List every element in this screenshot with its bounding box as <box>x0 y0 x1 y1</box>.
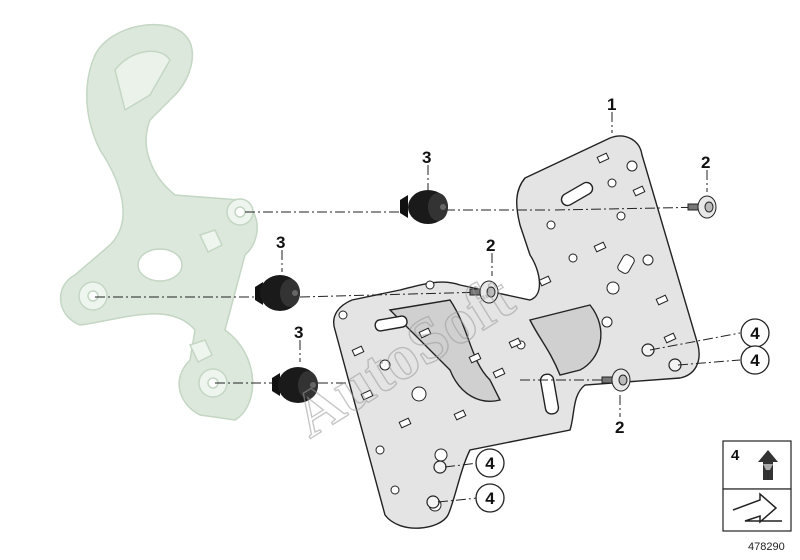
callout-4-right-upper: 4 <box>740 318 770 348</box>
callout-2-middle: 2 <box>486 236 495 255</box>
frame-bracket-ghost <box>59 23 258 421</box>
callout-4-bottom-upper: 4 <box>475 448 505 478</box>
callout-3-middle: 3 <box>276 233 285 252</box>
screw-top <box>687 195 717 219</box>
svg-text:4: 4 <box>750 351 760 370</box>
screw-bottom <box>601 368 631 392</box>
callout-4-right-lower: 4 <box>740 345 770 375</box>
callout-2-bottom: 2 <box>615 418 624 437</box>
assembly-direction-icon <box>732 492 782 524</box>
screw-middle <box>469 280 499 304</box>
legend-item-number: 4 <box>731 447 740 464</box>
legend-box: 4 <box>722 440 792 532</box>
callout-4-bottom-lower: 4 <box>475 483 505 513</box>
flange-nut-bottom <box>272 367 318 403</box>
svg-text:4: 4 <box>485 489 495 508</box>
svg-text:4: 4 <box>485 454 495 473</box>
flange-nut-top <box>400 190 448 224</box>
callout-1: 1 <box>607 95 616 114</box>
leader-lines <box>95 112 741 503</box>
svg-text:4: 4 <box>750 324 760 343</box>
push-clip-icon <box>758 450 778 480</box>
document-number: 478290 <box>748 541 785 553</box>
callout-2-top: 2 <box>701 153 710 172</box>
carrier-plate <box>333 135 700 529</box>
callout-3-top: 3 <box>422 148 431 167</box>
callout-3-bottom: 3 <box>294 323 303 342</box>
flange-nut-middle <box>255 275 300 311</box>
plate-clip-markers <box>426 343 682 509</box>
